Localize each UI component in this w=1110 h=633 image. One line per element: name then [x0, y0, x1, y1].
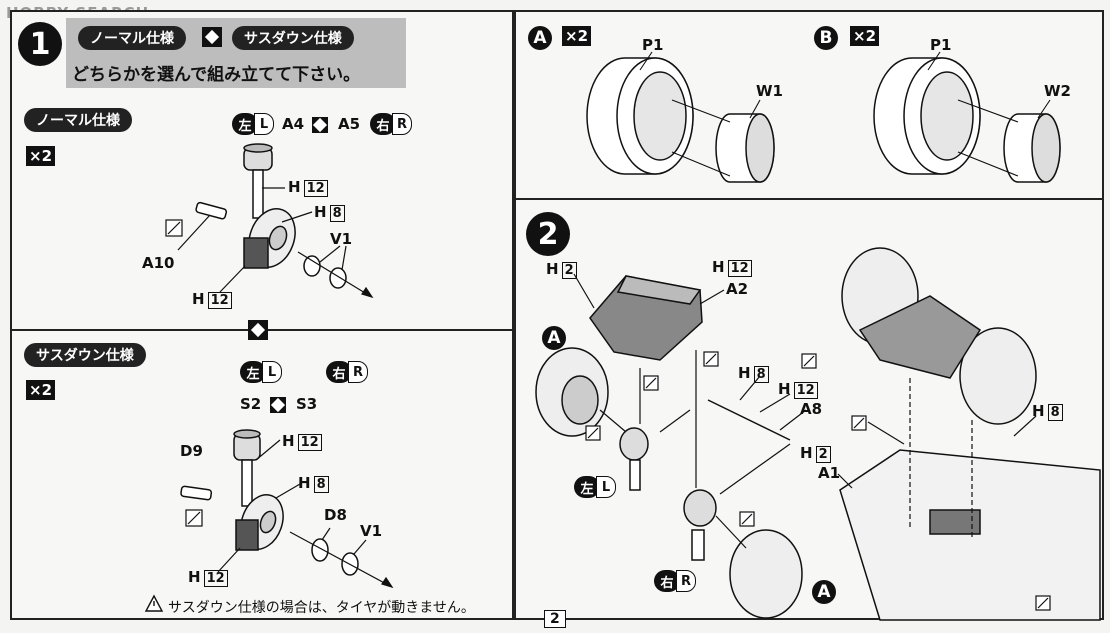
right-letter: R	[676, 570, 696, 592]
sasdown-left-badge: 左 L	[240, 361, 282, 383]
sasdown-qty: ×2	[26, 380, 56, 400]
normal-v1: V1	[330, 230, 353, 248]
right-kanji: 右	[370, 113, 396, 135]
h-number: 2	[815, 446, 831, 463]
normal-qty: ×2	[26, 146, 56, 166]
step1-number: 1	[18, 22, 62, 66]
right-kanji: 右	[326, 361, 352, 383]
alternative-icon	[202, 27, 222, 47]
h-number: 12	[297, 434, 322, 451]
right-letter: R	[392, 113, 412, 135]
h-label: H	[282, 432, 295, 450]
right-letter: R	[348, 361, 368, 383]
h-number: 12	[727, 260, 752, 277]
normal-section-title: ノーマル仕様	[24, 108, 132, 132]
wheel-b-letter: B	[814, 26, 838, 50]
wheel-a-qty: ×2	[562, 26, 592, 46]
h-label: H	[738, 364, 751, 382]
step2-wheel-a-bottom: A	[812, 580, 836, 604]
sasdown-strut-illustration	[144, 429, 394, 612]
step1-instruction: どちらかを選んで組み立てて下さい。	[72, 65, 361, 85]
glue-icon	[165, 219, 183, 237]
left-kanji: 左	[574, 476, 600, 498]
left-letter: L	[254, 113, 274, 135]
h-label: H	[800, 444, 813, 462]
glue-icon	[185, 509, 203, 527]
normal-a10: A10	[142, 254, 175, 272]
h-number: 12	[793, 382, 818, 399]
step2-number: 2	[526, 212, 570, 256]
wheel-a-wheel: W1	[756, 82, 783, 100]
wheel-a-letter: A	[528, 26, 552, 50]
sasdown-v1: V1	[360, 522, 383, 540]
alternative-icon	[312, 117, 328, 133]
step2-a8: A8	[800, 400, 823, 418]
glue-icon	[585, 351, 1051, 611]
normal-strut-illustration	[165, 143, 374, 299]
h-label: H	[712, 258, 725, 276]
wheel-b-tire: P1	[930, 36, 952, 54]
h-label: H	[192, 290, 205, 308]
step2-right-badge: 右 R	[654, 570, 696, 592]
wheel-a-tire: P1	[642, 36, 664, 54]
h-label: H	[288, 178, 301, 196]
h-number: 12	[303, 180, 328, 197]
normal-part-a4: A4	[282, 115, 305, 133]
normal-spec-label: ノーマル仕様	[78, 26, 186, 50]
left-letter: L	[262, 361, 282, 383]
step2-wheel-a-top: A	[542, 326, 566, 350]
normal-part-a5: A5	[338, 115, 361, 133]
normal-right-badge: 右 R	[370, 113, 412, 135]
left-kanji: 左	[240, 361, 266, 383]
h-label: H	[298, 474, 311, 492]
alternative-icon	[248, 320, 268, 340]
left-letter: L	[596, 476, 616, 498]
wheel-b-wheel: W2	[1044, 82, 1071, 100]
step2-left-badge: 左 L	[574, 476, 616, 498]
h-number: 8	[313, 476, 329, 493]
normal-left-badge: 左 L	[232, 113, 274, 135]
left-kanji: 左	[232, 113, 258, 135]
h-label: H	[778, 380, 791, 398]
sasdown-right-badge: 右 R	[326, 361, 368, 383]
wheel-b-qty: ×2	[850, 26, 880, 46]
step2-a1: A1	[818, 464, 841, 482]
right-kanji: 右	[654, 570, 680, 592]
h-number: 8	[1047, 404, 1063, 421]
h-number: 8	[753, 366, 769, 383]
wheel-illustrations	[586, 51, 1061, 183]
sasdown-d9: D9	[180, 442, 203, 460]
page-number: 2	[544, 610, 566, 628]
warning-icon	[144, 594, 164, 612]
sasdown-spec-label: サスダウン仕様	[232, 26, 354, 50]
sasdown-d8: D8	[324, 506, 347, 524]
h-number: 2	[561, 262, 577, 279]
h-label: H	[314, 203, 327, 221]
h-number: 12	[207, 292, 232, 309]
alternative-icon	[270, 397, 286, 413]
h-label: H	[188, 568, 201, 586]
h-label: H	[546, 260, 559, 278]
step2-a2: A2	[726, 280, 749, 298]
h-number: 8	[329, 205, 345, 222]
h-number: 12	[203, 570, 228, 587]
sasdown-part-s3: S3	[296, 395, 318, 413]
sasdown-warning: サスダウン仕様の場合は、タイヤが動きません。	[168, 600, 475, 616]
sasdown-part-s2: S2	[240, 395, 262, 413]
h-label: H	[1032, 402, 1045, 420]
sasdown-section-title: サスダウン仕様	[24, 343, 146, 367]
